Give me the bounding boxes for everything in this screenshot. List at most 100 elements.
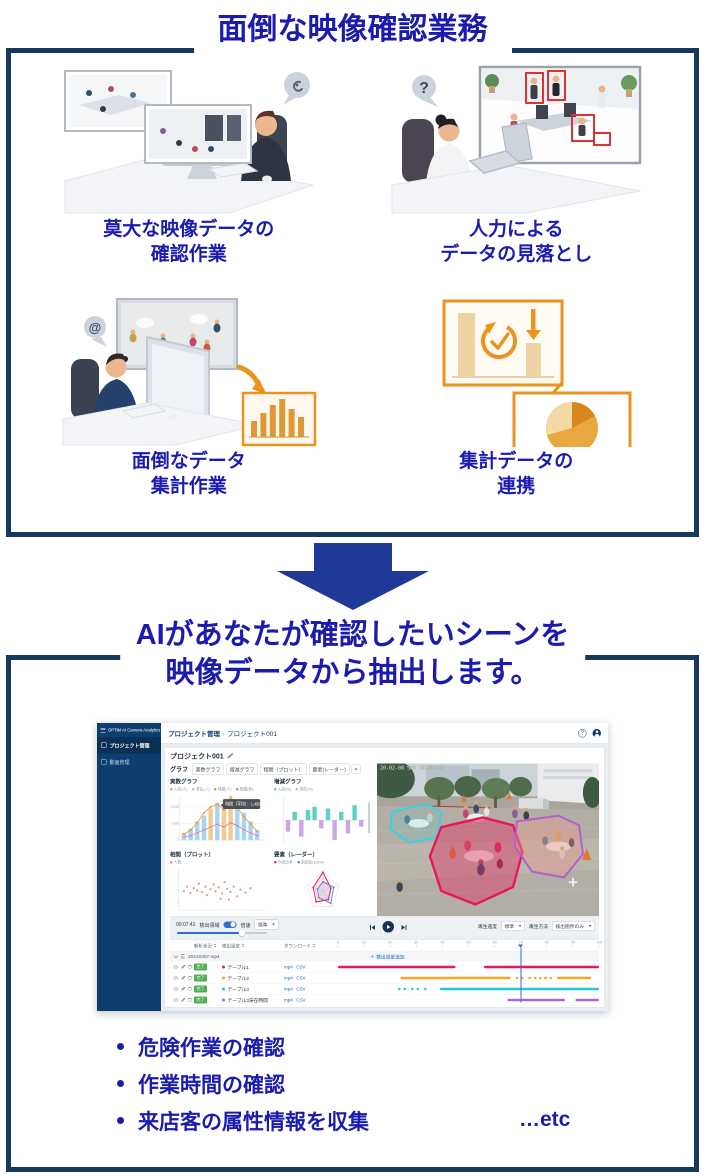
pencil-icon[interactable] [181, 964, 186, 969]
video-thumbnail-2 [143, 104, 252, 164]
speed-select[interactable]: 標準 [254, 919, 279, 930]
pencil-icon[interactable] [181, 986, 186, 991]
sidebar-item-project-management[interactable]: プロジェクト管理 [97, 737, 161, 754]
trash-icon[interactable] [188, 987, 192, 991]
eye-icon[interactable] [173, 987, 178, 991]
bullet-icon [117, 1043, 124, 1050]
timeline-lane[interactable] [338, 984, 599, 995]
timeline-lane[interactable] [338, 973, 599, 984]
chevron-down-icon [271, 923, 275, 926]
bullet-icon [117, 1117, 124, 1124]
mp4-link[interactable]: mp4 [284, 964, 293, 970]
project-card: プロジェクト001 グラフ 実数グラフ 増減グラフ 相関（プロット） [165, 747, 604, 1007]
playback-controls: 00:07:41 検出領域 倍速 標準 [170, 916, 599, 940]
chart-scatter: 相関（プロット） 人数 [170, 851, 268, 916]
quad-caption-oversight: 人力によるデータの見落とし [440, 219, 593, 266]
bullet-icon [117, 1080, 124, 1087]
dizzy-speech-bubble: @ [83, 315, 107, 347]
pencil-icon[interactable] [181, 975, 186, 980]
mp4-link[interactable]: mp4 [284, 975, 293, 981]
csv-link[interactable]: CSV [296, 997, 306, 1003]
play-button[interactable] [382, 921, 394, 933]
svg-text:時間（平均）：1,459: 時間（平均）：1,459 [225, 800, 261, 806]
tab-dropdown[interactable] [351, 764, 361, 774]
laptop [468, 150, 522, 174]
problem-grid: 莫大な映像データの確認作業 [11, 53, 694, 532]
seek-thumb[interactable] [238, 929, 246, 937]
sort-icon [241, 943, 245, 948]
question-icon: ? [419, 80, 429, 97]
chevron-down-icon [173, 953, 179, 959]
csv-link[interactable]: CSV [296, 964, 306, 970]
seek-bar[interactable] [177, 929, 267, 937]
user-avatar-icon[interactable] [592, 728, 601, 738]
dashboard-topbar: プロジェクト管理›プロジェクト001 ? [161, 723, 608, 744]
trash-icon[interactable] [188, 998, 192, 1002]
video-timestamp: 20-02-08 SAT 13:07:21 [380, 765, 444, 772]
dashboard-sidebar: OPTiM AI Camera Analytics プロジェクト管理 動画管理 [97, 723, 161, 1011]
quad-caption-linkage: 集計データの連携 [459, 450, 574, 497]
play-speed-select[interactable]: 標準 [500, 921, 525, 931]
solution-title: AIがあなたが確認したいシーンを映像データから抽出します。 [119, 617, 586, 693]
product-dashboard-screenshot: OPTiM AI Camera Analytics プロジェクト管理 動画管理 [97, 723, 608, 1011]
video-icon [101, 759, 107, 765]
play-method-select[interactable]: 検出箇所のみ [551, 921, 595, 931]
eye-icon[interactable] [173, 965, 178, 969]
menu-icon[interactable] [100, 727, 106, 733]
list-item: 来店客の属性情報を収集 [117, 1102, 369, 1139]
chair [70, 358, 99, 419]
sidebar-item-video-management[interactable]: 動画管理 [97, 754, 161, 771]
col-download: ダウンロード [284, 942, 338, 949]
dizzy-icon: @ [88, 320, 101, 335]
edit-icon[interactable] [227, 753, 233, 759]
detection-box [593, 132, 612, 146]
eye-icon[interactable] [173, 998, 178, 1002]
tab-real-graph[interactable]: 実数グラフ [192, 763, 225, 775]
current-time: 00:07:41 [176, 921, 196, 928]
chevron-down-icon [354, 768, 358, 771]
trash-icon[interactable] [188, 976, 192, 980]
quad-linkage: 集計データの連携 [367, 297, 667, 529]
add-detection-link[interactable]: ＋ 検出設定追加 [370, 954, 405, 961]
chart-delta: 増減グラフ 入店(%) 滞在(%) [274, 778, 372, 848]
quad-caption-massive-data: 莫大な映像データの確認作業 [103, 219, 275, 266]
video-player[interactable]: 20-02-08 SAT 13:07:21 [377, 763, 599, 916]
video-frame [377, 763, 599, 916]
status-badge: 完了 [194, 996, 207, 1004]
timeline-lane[interactable] [338, 962, 599, 973]
dizzy-speech-bubble [282, 72, 310, 105]
pencil-icon[interactable] [181, 997, 186, 1002]
status-badge: 完了 [194, 974, 207, 982]
tab-delta-graph[interactable]: 増減グラフ [226, 763, 259, 775]
mp4-link[interactable]: mp4 [284, 986, 293, 992]
csv-link[interactable]: CSV [296, 986, 306, 992]
svg-text:1,000: 1,000 [171, 821, 179, 825]
tab-radar-graph[interactable]: 要素(レーダー) [309, 763, 350, 775]
csv-link[interactable]: CSV [296, 975, 306, 981]
quad-aggregation: @ [39, 297, 339, 529]
eye-icon[interactable] [173, 976, 178, 980]
detect-region-toggle[interactable] [223, 921, 237, 928]
trash-icon[interactable] [188, 965, 192, 969]
svg-text:2,000: 2,000 [171, 805, 179, 809]
next-frame-button[interactable] [401, 925, 407, 930]
person-head [105, 356, 127, 377]
flow-down-arrow [276, 543, 429, 610]
tab-plot-graph[interactable]: 相関（プロット） [260, 763, 308, 775]
video-group-row[interactable]: 20210307.mp4 ＋ 検出設定追加 [170, 951, 599, 962]
play-method-label: 再生方法 [528, 924, 548, 930]
detection-box [525, 72, 545, 104]
status-badge: 完了 [194, 985, 207, 993]
person-head [254, 114, 277, 136]
col-status: 解析状況 [194, 942, 222, 949]
help-icon[interactable]: ? [578, 728, 587, 738]
timeline-lane[interactable] [338, 995, 599, 1006]
previous-frame-button[interactable] [370, 925, 375, 930]
mp4-link[interactable]: mp4 [284, 997, 293, 1003]
